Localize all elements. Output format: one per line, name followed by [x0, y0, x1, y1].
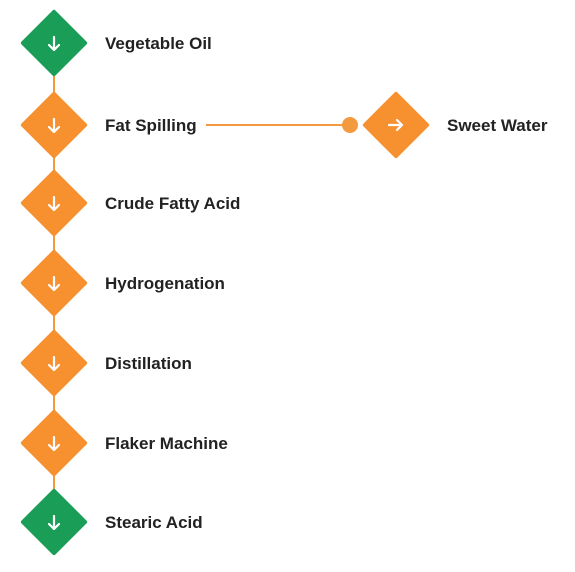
step-label: Vegetable Oil: [105, 34, 212, 53]
step-flaker-machine: Flaker Machine: [20, 409, 228, 477]
step-label: Flaker Machine: [105, 434, 228, 453]
step-label: Crude Fatty Acid: [105, 194, 240, 213]
step-distillation: Distillation: [20, 329, 192, 397]
step-label: Stearic Acid: [105, 513, 203, 532]
step-hydrogenation: Hydrogenation: [20, 249, 225, 317]
arrow-down-icon: [47, 195, 61, 212]
branch-connector-dot: [342, 117, 358, 133]
arrow-down-icon: [47, 117, 61, 134]
arrow-down-icon: [47, 35, 61, 52]
step-label: Hydrogenation: [105, 274, 225, 293]
arrow-down-icon: [47, 275, 61, 292]
step-crude-fatty-acid: Crude Fatty Acid: [20, 169, 240, 237]
step-vegetable-oil: Vegetable Oil: [20, 9, 212, 77]
arrow-down-icon: [47, 355, 61, 372]
step-label: Distillation: [105, 354, 192, 373]
arrow-right-icon: [387, 118, 404, 132]
arrow-down-icon: [47, 514, 61, 531]
step-fat-spilling: Fat Spilling: [20, 91, 197, 159]
step-stearic-acid: Stearic Acid: [20, 488, 203, 556]
branch-sweet-water: Sweet Water: [362, 91, 548, 159]
step-label: Fat Spilling: [105, 116, 197, 135]
branch-label: Sweet Water: [447, 116, 548, 135]
arrow-down-icon: [47, 435, 61, 452]
